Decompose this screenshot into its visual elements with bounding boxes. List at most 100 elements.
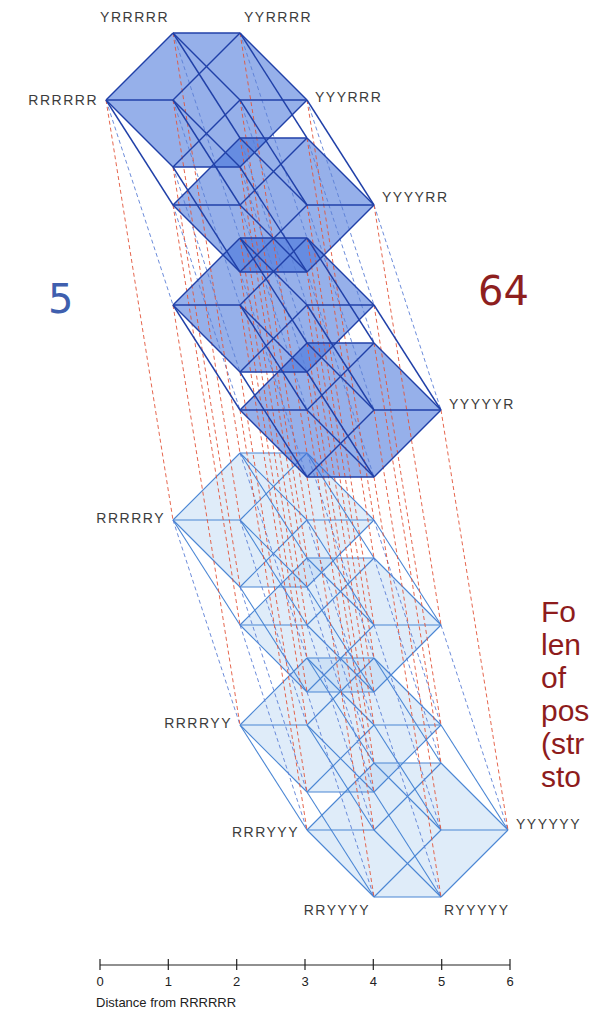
cube-edge [307,305,374,372]
cube-edge [307,272,374,692]
cube-edge-group [106,33,441,477]
cube-edge [173,305,240,410]
cube-edge [240,724,307,725]
cube-edge [173,167,240,272]
cube-edge [307,343,374,410]
cube-edge [240,343,307,410]
cube-edge [240,371,307,372]
cube-edge [374,409,441,410]
axis-tick-label: 1 [165,975,172,990]
cube-edge [441,763,508,830]
cube-edge [307,204,374,205]
cube-edge [240,410,307,477]
cube-edge [374,625,441,830]
cube-edge [173,238,240,305]
cube-edge [307,372,374,477]
cube-edge [307,725,374,792]
cube-edge [173,167,240,587]
cube-edge [374,624,441,625]
cube-edge [307,520,374,625]
cube-edge [173,453,240,520]
vertex-label: YYYYYY [516,816,581,832]
axis-tick-mark [373,959,374,970]
cube-edge [307,658,374,763]
cube-edge [374,792,441,897]
cube-edge [307,658,374,725]
cube-edge [307,238,374,343]
cube-edge [240,558,307,625]
cube-edge [374,763,441,830]
cube-edge [173,520,240,625]
cube-edge [307,625,374,692]
cube-edge [173,520,240,725]
cube-edge [173,100,240,520]
cube-edge [240,237,307,238]
cube-edge [374,343,441,763]
axis-tick-mark [168,959,169,970]
cube-edge [173,304,240,305]
cube-edge [307,205,374,625]
vertex-label: RRRRYY [164,715,232,731]
cube-edge [173,33,240,238]
cube-edge [240,205,307,625]
note-text: of [541,661,566,694]
cube-edge [240,138,307,558]
cube-edge [307,205,374,272]
axis-tick-mark [509,959,510,970]
cube-edge [307,558,374,625]
cube-edge [307,138,374,343]
cube-edge [307,138,374,558]
cube-edge [374,477,441,897]
cube-edge [307,477,374,897]
cube-edge [173,305,240,725]
vertex-label: YYYYYR [449,396,515,412]
cube-edge [240,372,307,792]
cube-edge [240,272,307,692]
cube-edge [240,305,307,372]
cube-edge [173,205,240,625]
cube-edge [374,830,441,897]
cube-edge [173,33,240,453]
count-number: 64 [478,268,529,314]
cube-edge [240,520,307,725]
axis-tick-label: 4 [370,975,377,990]
cube-edge [240,587,307,692]
cube-edge [307,692,374,897]
cube-edge [307,100,374,520]
cube-edge [240,167,307,587]
cube-edge [173,205,240,272]
cube-edge [307,725,374,830]
cube-edge [173,100,240,305]
hypercube [106,33,508,897]
cube-edge [240,520,307,625]
cube-edge [240,33,307,453]
axis-tick-label: 5 [438,975,445,990]
cube-edge [240,138,307,205]
cube-edge [240,99,307,100]
cube-edge [307,343,374,763]
cube-edge [307,372,374,792]
cube-edge [173,166,240,167]
vertex-label: YYYYRR [382,189,449,205]
cube-edge [106,100,173,167]
cube-edge [240,409,307,410]
cube-edge [374,625,441,692]
cube-edge [441,625,508,830]
cube-edge [240,100,307,167]
cube-edge [374,410,441,830]
cube-edge [374,725,441,830]
note-text: sto [541,760,581,793]
cube-edge [106,100,173,520]
cube-edge [374,830,441,897]
note-text: len [541,628,581,661]
cube-edge [240,305,307,725]
cube-edge [240,137,307,138]
cube-edge [240,238,307,305]
cube-edge [173,520,240,587]
cube-edge [307,305,374,410]
cube-edge [307,792,374,897]
cube-edge [240,520,307,587]
cube-edge [240,238,307,305]
cube-edge [307,238,374,305]
